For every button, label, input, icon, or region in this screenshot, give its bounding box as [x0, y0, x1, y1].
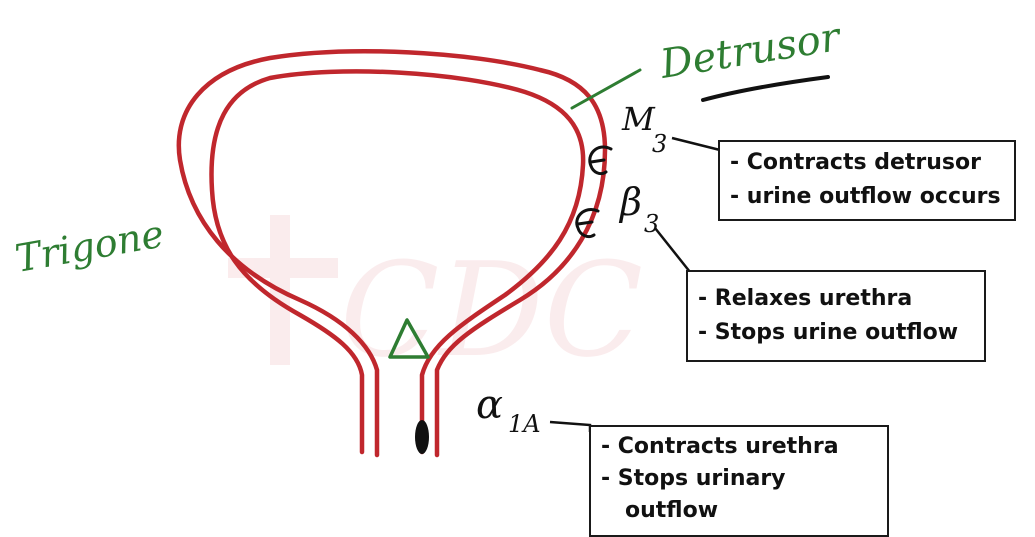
alpha1a-effect-box: - Contracts urethra - Stops urinary outf…	[589, 425, 889, 537]
beta3-connector	[655, 228, 690, 272]
m3-effect-box: - Contracts detrusor - urine outflow occ…	[718, 140, 1016, 221]
m3-receptor-mark	[590, 147, 611, 174]
alpha1a-connector	[550, 422, 590, 432]
m3-effect-line-2: - urine outflow occurs	[730, 180, 1006, 214]
watermark-text: CDC	[340, 234, 643, 386]
alpha1a-receptor-mark	[415, 420, 429, 454]
beta3-effect-box: - Relaxes urethra - Stops urine outflow	[686, 270, 986, 362]
m3-effect-line-1: - Contracts detrusor	[730, 146, 1006, 180]
alpha1a-label: α	[476, 382, 503, 428]
beta3-effect-line-1: - Relaxes urethra	[698, 282, 976, 316]
beta3-label: β	[618, 180, 642, 224]
alpha1a-effect-line-3: outflow	[601, 495, 879, 527]
trigone-label: Trigone	[12, 212, 167, 281]
alpha1a-subscript: 1A	[508, 410, 541, 438]
alpha1a-effect-line-1: - Contracts urethra	[601, 431, 879, 463]
alpha1a-effect-line-2: - Stops urinary	[601, 463, 879, 495]
m3-label: M	[621, 100, 656, 138]
beta3-subscript: 3	[644, 210, 659, 238]
bladder-receptor-diagram: CDC Detrusor Trigone M 3 β 3 α 1A - Cont…	[0, 0, 1035, 526]
detrusor-underline	[703, 77, 828, 100]
m3-subscript: 3	[652, 130, 667, 158]
m3-connector	[672, 138, 720, 158]
beta3-effect-line-2: - Stops urine outflow	[698, 316, 976, 350]
